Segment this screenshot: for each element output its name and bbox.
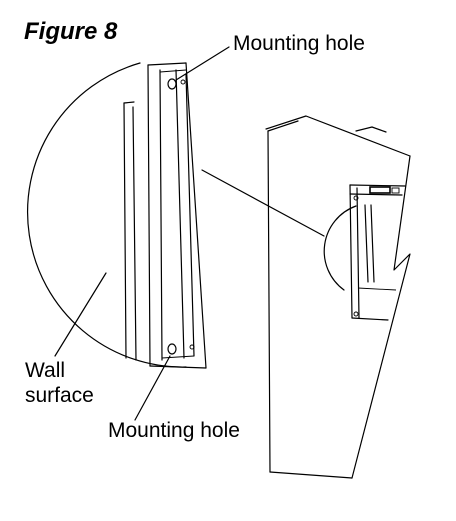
cabinet-bottom-edge [269, 471, 353, 479]
mounting-hole-bottom-icon [167, 343, 177, 355]
bracket-outer-left-edge [147, 64, 151, 367]
cabinet-top-rear-block [355, 126, 387, 133]
mounting-hole-bottom-label: Mounting hole [108, 419, 240, 442]
wall-surface-label-line1: Wall [25, 359, 66, 382]
bracket-inner-top [159, 69, 187, 73]
bracket-inner-bottom [161, 355, 195, 359]
detail-magnifier [27, 62, 207, 369]
cabinet-break-edge [351, 155, 411, 479]
small-bracket-screw-bottom [353, 311, 359, 317]
bracket-inner-line-3 [185, 73, 195, 357]
mounting-hole-top-label: Mounting hole [233, 32, 365, 55]
small-bracket-left [349, 184, 353, 319]
detail-circle-arc [27, 62, 187, 368]
bracket-outer-top-edge [147, 62, 187, 66]
wall-surface-top [123, 101, 135, 104]
bracket-screw-bottom [189, 344, 195, 350]
detail-connector-line [201, 169, 325, 237]
small-bracket-top-2 [349, 193, 403, 196]
small-bracket-flange-line-2 [370, 204, 375, 283]
cabinet-left-edge [267, 130, 271, 473]
cabinet-top-edge [265, 115, 411, 157]
small-detail-circle-arc [323, 205, 357, 291]
wall-surface-label: Wall surface [25, 358, 94, 408]
leader-mounting-hole-top [175, 46, 230, 81]
cabinet-top-inner [267, 120, 299, 132]
small-bracket-tab [369, 186, 391, 194]
cabinet-unit [265, 115, 411, 479]
leader-wall-surface [54, 272, 107, 357]
bracket-outer-bottom-edge [149, 365, 207, 369]
small-bracket-top [349, 184, 406, 187]
small-bracket-tab-right [391, 187, 400, 194]
small-bracket-screw-top [353, 195, 359, 201]
bracket-outer-right-edge [185, 62, 207, 369]
wall-surface-line-outer [123, 102, 127, 359]
small-bracket-flange-line [364, 204, 369, 283]
bracket-inner-line-1 [159, 69, 163, 361]
small-bracket-left-2 [356, 187, 360, 319]
bracket-screw-top [180, 79, 186, 85]
mounting-hole-top-icon [167, 78, 177, 90]
bracket-inner-line-2 [175, 69, 185, 359]
wall-surface-label-line2: surface [25, 384, 94, 407]
small-bracket-bottom [351, 317, 389, 321]
figure-title: Figure 8 [24, 18, 118, 45]
wall-surface-line-inner [132, 106, 137, 361]
leader-mounting-hole-bottom [134, 355, 171, 421]
small-bracket-rail [357, 287, 397, 291]
